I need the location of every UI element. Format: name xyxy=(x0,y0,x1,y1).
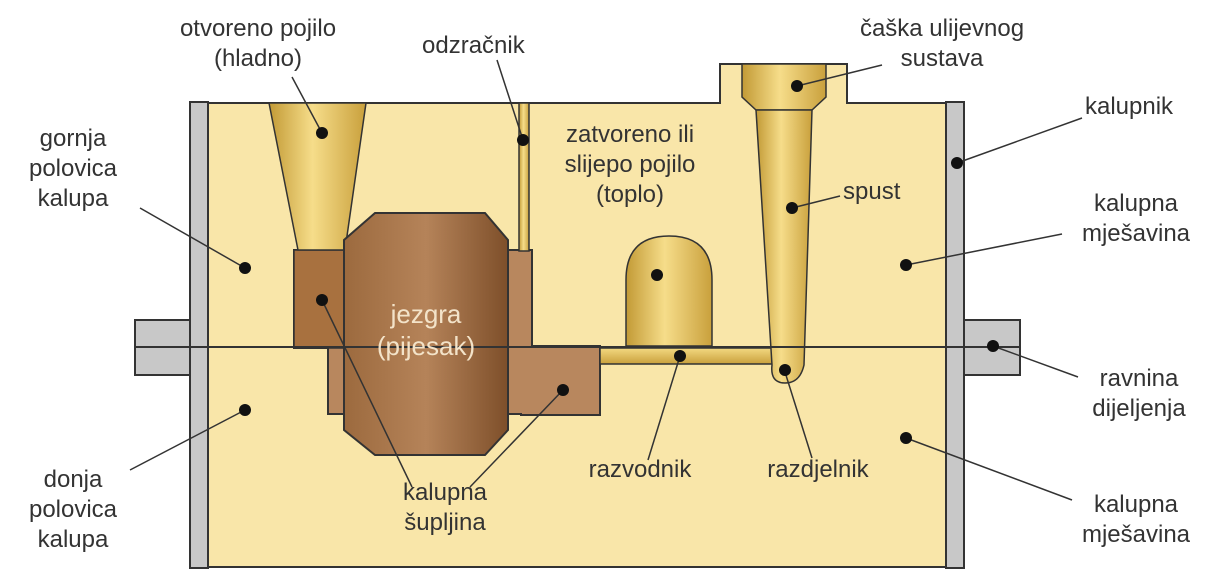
label-open-feeder: otvoreno pojilo (hladno) xyxy=(160,14,356,74)
pouring-cup xyxy=(741,63,827,111)
label-molding-mix-top: kalupna mješavina xyxy=(1066,189,1206,249)
label-distributor: razdjelnik xyxy=(767,456,869,483)
label-closed-feeder-line2: slijepo pojilo xyxy=(564,151,696,178)
label-lower-half-line3: kalupa xyxy=(37,526,109,553)
label-molding-mix-top-line1: kalupna xyxy=(1093,190,1179,217)
label-core-line2: (pijesak) xyxy=(376,331,476,361)
label-flask: kalupnik xyxy=(1085,93,1174,120)
label-upper-half-line1: gornja xyxy=(39,125,107,152)
label-cavity: kalupna šupljina xyxy=(375,478,515,538)
label-closed-feeder-line3: (toplo) xyxy=(595,181,665,208)
label-closed-feeder-line1: zatvoreno ili xyxy=(565,121,695,148)
marker-dots xyxy=(239,80,999,444)
sprue xyxy=(755,109,813,384)
core xyxy=(343,212,509,456)
label-parting-plane-line1: ravnina xyxy=(1099,365,1179,392)
closed-feeder xyxy=(625,235,713,347)
label-parting-plane: ravnina dijeljenja xyxy=(1070,364,1208,424)
label-upper-half-line2: polovica xyxy=(28,155,118,182)
label-molding-mix-top-line2: mješavina xyxy=(1081,220,1191,247)
label-lower-half: donja polovica kalupa xyxy=(14,465,132,555)
leader-lines xyxy=(129,59,1083,501)
label-open-feeder-line2: (hladno) xyxy=(213,45,303,72)
label-molding-mix-bottom: kalupna mješavina xyxy=(1066,490,1206,550)
label-parting-plane-line2: dijeljenja xyxy=(1092,395,1186,422)
runner xyxy=(599,347,779,365)
label-lower-half-line2: polovica xyxy=(28,496,118,523)
flask-right-wall xyxy=(945,101,965,569)
label-upper-half-line3: kalupa xyxy=(37,185,109,212)
label-core-line1: jezgra xyxy=(390,299,462,329)
label-cavity-line1: kalupna xyxy=(402,479,488,506)
label-upper-half: gornja polovica kalupa xyxy=(14,124,132,214)
label-open-feeder-line1: otvoreno pojilo xyxy=(179,15,337,42)
label-pouring-cup-line1: čaška ulijevnog xyxy=(859,15,1025,42)
label-pouring-cup-line2: sustava xyxy=(900,45,984,72)
label-closed-feeder: zatvoreno ili slijepo pojilo (toplo) xyxy=(540,120,720,210)
flask-left-wall xyxy=(189,101,209,569)
label-cavity-line2: šupljina xyxy=(404,509,486,536)
label-lower-half-line1: donja xyxy=(43,466,103,493)
label-sprue: spust xyxy=(843,178,901,205)
label-core: jezgra (pijesak) xyxy=(356,298,496,362)
label-runner: razvodnik xyxy=(588,456,692,483)
vent-channel xyxy=(518,102,530,252)
label-pouring-cup: čaška ulijevnog sustava xyxy=(826,14,1058,74)
label-vent: odzračnik xyxy=(422,32,525,59)
label-molding-mix-bottom-line2: mješavina xyxy=(1081,521,1191,548)
label-molding-mix-bottom-line1: kalupna xyxy=(1093,491,1179,518)
